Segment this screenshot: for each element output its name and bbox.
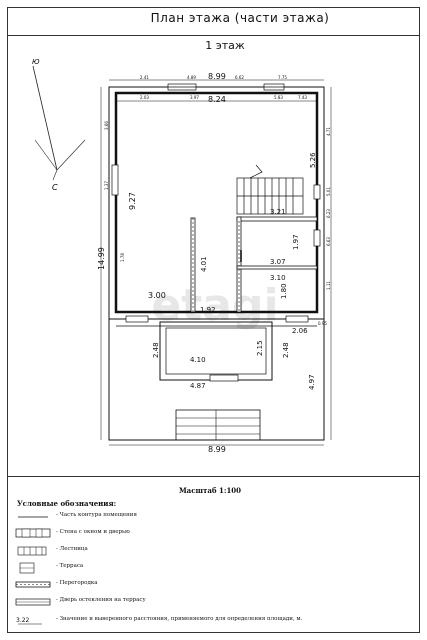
- legend-text: - Терраса: [56, 563, 84, 569]
- dim-top-seg-c: 6.62: [235, 75, 244, 80]
- dim-top-overall: 8.99: [208, 72, 226, 81]
- dim-top-in-d: 7.43: [298, 95, 307, 100]
- dim-top-in-b: 3.97: [190, 95, 199, 100]
- legend-text: - Перегородка: [56, 580, 98, 586]
- dim-terrace-depth: 2.15: [256, 340, 264, 356]
- legend-item-measure: 3.22 - Значение и выверенного расстояния…: [10, 614, 410, 628]
- dim-right-small-e: 1.11: [326, 281, 331, 290]
- legend-item-wall: - Стена с окном и дверью: [10, 527, 410, 541]
- dim-right-small-a: 4.71: [326, 127, 331, 136]
- legend-box: [7, 476, 420, 633]
- legend-title: Условные обозначения:: [17, 499, 117, 508]
- dim-terrace-right-h: 2.48: [282, 342, 290, 358]
- dim-right-small-d: 6.63: [326, 237, 331, 246]
- staircase: [236, 164, 304, 215]
- wall-symbol: [15, 528, 51, 538]
- dim-bottom-overall: 8.99: [208, 445, 226, 454]
- dim-terrace-gap: 2.06: [292, 327, 308, 335]
- floor-plan: etagi Ю С: [32, 58, 332, 454]
- compass: Ю С: [32, 58, 86, 192]
- dim-room1-w: 3.07: [270, 258, 286, 266]
- terrace-symbol: [19, 562, 35, 574]
- dim-top-in-a: 2.03: [140, 95, 149, 100]
- dim-top-in-c: 5.83: [274, 95, 283, 100]
- dim-terrace-inner-w: 4.10: [190, 356, 206, 364]
- dim-left-overall: 14.99: [97, 247, 106, 270]
- dim-room2-h: 1.80: [280, 283, 288, 299]
- legend-item-glass-door: - Дверь остекления на террасу: [10, 595, 410, 609]
- dim-hall-height: 9.27: [128, 192, 137, 210]
- dim-passage: 1.92: [200, 306, 216, 314]
- dim-right-small-f: 0.95: [318, 321, 327, 326]
- dim-terrace-outer-w: 4.87: [190, 382, 206, 390]
- legend-item-partition: - Перегородка: [10, 578, 410, 592]
- dim-room2-w: 3.10: [270, 274, 286, 282]
- floor-label: 1 этаж: [205, 39, 245, 52]
- dim-left-small-c: 1.78: [120, 253, 125, 262]
- dim-porch-h: 4.97: [308, 374, 316, 390]
- legend-item-stairs: - Лестница: [10, 544, 410, 558]
- scale-label: Масштаб 1:100: [178, 486, 242, 495]
- compass-south: С: [52, 183, 58, 192]
- dim-left-small-a: 3.66: [104, 121, 109, 130]
- dimension-lines: [100, 79, 332, 446]
- dim-room1-h: 1.97: [292, 234, 300, 250]
- dim-top-inner: 8.24: [208, 95, 226, 104]
- legend-text: - Часть контура помещения: [56, 512, 137, 518]
- legend-text: - Лестница: [56, 546, 88, 552]
- partitions: [190, 216, 318, 313]
- contour-symbol: [18, 516, 48, 518]
- dim-top-seg-b: 4.89: [187, 75, 196, 80]
- glass-door-symbol: [15, 598, 51, 606]
- dim-left-small-b: 1.37: [104, 181, 109, 190]
- dim-terrace-inner-h: 2.48: [152, 342, 160, 358]
- legend-text: - Стена с окном и дверью: [56, 529, 130, 535]
- legend-item-terrace: - Терраса: [10, 561, 410, 575]
- page-title: План этажа (части этажа): [150, 11, 330, 25]
- title-band: [7, 7, 420, 36]
- stairs-symbol: [17, 546, 47, 556]
- drawing-frame: [7, 7, 420, 633]
- terrace: [108, 315, 325, 441]
- legend-item-contour: - Часть контура помещения: [10, 510, 410, 524]
- dim-stair-h: 5.26: [309, 152, 317, 168]
- legend-text: - Дверь остекления на террасу: [56, 597, 146, 603]
- dim-right-small-b: 5.01: [326, 187, 331, 196]
- legend-text: - Значение и выверенного расстояния, при…: [56, 616, 303, 622]
- compass-north: Ю: [32, 58, 40, 66]
- dim-top-seg-a: 2.41: [140, 75, 149, 80]
- dim-partition-h: 4.01: [200, 256, 208, 272]
- legend-sample-value: 3.22: [16, 617, 30, 624]
- dim-top-seg-d: 7.75: [278, 75, 287, 80]
- partition-symbol: [15, 581, 51, 588]
- dim-stair-w: 3.21: [270, 208, 286, 216]
- dim-hall-width: 3.00: [148, 291, 166, 300]
- measure-symbol: [18, 623, 42, 625]
- dim-right-small-c: 6.23: [326, 209, 331, 218]
